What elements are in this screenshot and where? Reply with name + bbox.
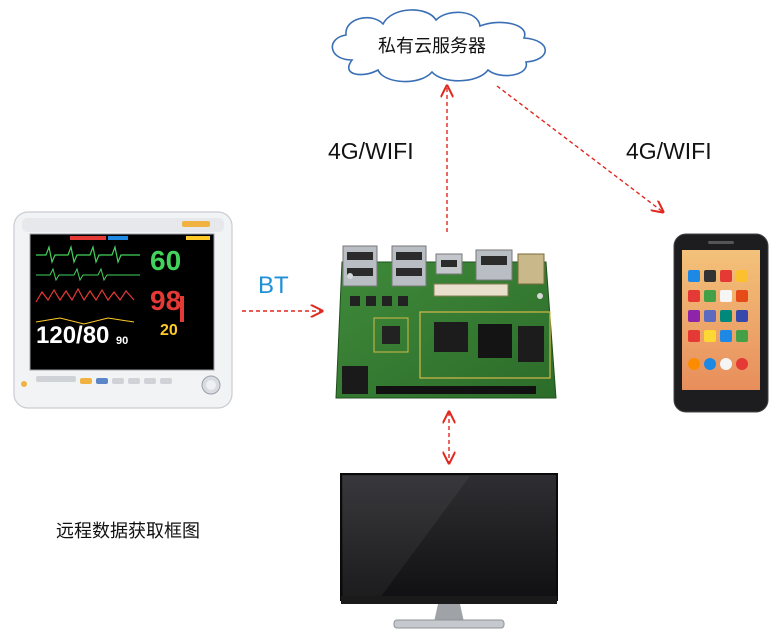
monitor-bp-mean-value: 90 <box>116 335 129 347</box>
monitor-resp-value: 20 <box>160 322 178 339</box>
link-label-cloud-phone: 4G/WIFI <box>626 138 712 164</box>
monitor-spo2-value: 98 <box>150 285 182 316</box>
display-monitor <box>340 473 558 629</box>
diagram-caption: 远程数据获取框图 <box>56 521 200 541</box>
monitor-bp-value: 120/80 <box>36 322 110 349</box>
link-label-bluetooth: BT <box>258 272 289 299</box>
monitor-hr-value: 60 <box>150 245 182 276</box>
cloud-icon <box>331 9 546 83</box>
smartphone <box>673 233 769 413</box>
dev-board <box>335 245 557 399</box>
app-icon-grid <box>688 270 748 370</box>
patient-monitor <box>13 211 233 409</box>
link-label-board-cloud: 4G/WIFI <box>328 138 414 164</box>
cloud-label: 私有云服务器 <box>378 36 486 56</box>
